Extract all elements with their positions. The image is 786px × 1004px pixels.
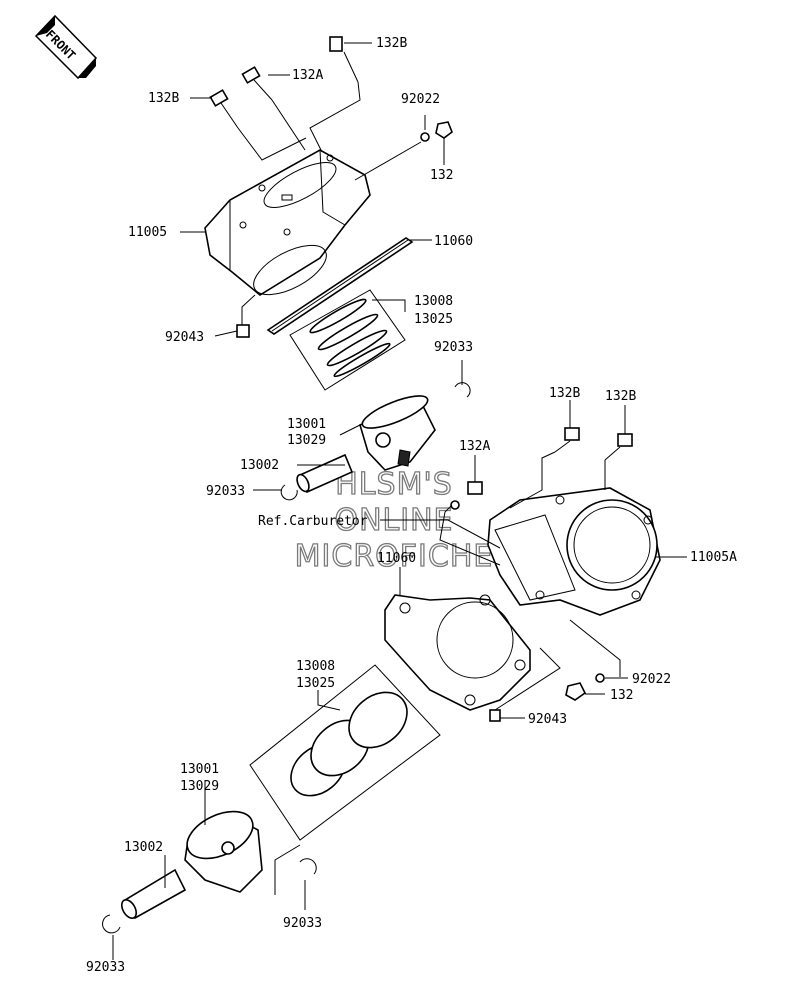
dowel-pin-upper bbox=[236, 324, 250, 338]
part-label: 11060 bbox=[434, 234, 473, 249]
piston-pin-lower bbox=[120, 868, 187, 920]
part-label: 132B bbox=[605, 389, 636, 404]
part-label: 13029 bbox=[287, 433, 326, 448]
part-label: 13008 bbox=[296, 659, 335, 674]
ref-carburetor-leader bbox=[380, 519, 501, 549]
washer-92022-lower bbox=[595, 673, 605, 683]
part-label: 13025 bbox=[414, 312, 453, 327]
ref-carburetor-note: Ref.Carburetor bbox=[258, 514, 368, 529]
part-label: 11005 bbox=[128, 225, 167, 240]
bolt-132b-rear-right bbox=[604, 433, 633, 461]
part-label: 132A bbox=[459, 439, 490, 454]
front-arrow-icon: FRONT bbox=[34, 14, 98, 80]
circlip-lower-left bbox=[102, 914, 121, 934]
watermark-line-1: HLSM'S bbox=[335, 467, 453, 502]
part-label: 132A bbox=[292, 68, 323, 83]
part-label: 13008 bbox=[414, 294, 453, 309]
part-label: 11060 bbox=[377, 551, 416, 566]
part-label: 13029 bbox=[180, 779, 219, 794]
part-label: 92043 bbox=[528, 712, 567, 727]
ring-set-box-lower bbox=[249, 664, 441, 841]
part-label: 13001 bbox=[180, 762, 219, 777]
part-label: 92022 bbox=[632, 672, 671, 687]
piston-upper bbox=[359, 395, 436, 471]
part-label: 92033 bbox=[206, 484, 245, 499]
bolt-132b-rear-left bbox=[554, 427, 580, 453]
part-label: 13025 bbox=[296, 676, 335, 691]
circlip-upper-right bbox=[454, 382, 471, 398]
part-label: 13002 bbox=[124, 840, 163, 855]
part-label: 13001 bbox=[287, 417, 326, 432]
part-label: 92043 bbox=[165, 330, 204, 345]
part-labels: 132B 132A 132B 92022 132 11005 11060 130… bbox=[86, 36, 737, 975]
part-label: 92033 bbox=[86, 960, 125, 975]
dowel-pin-lower bbox=[489, 709, 501, 722]
part-label: 132B bbox=[549, 386, 580, 401]
head-gasket-upper bbox=[266, 237, 414, 335]
watermark-line-3: MICROFICHE bbox=[295, 539, 494, 574]
bolt-132-upper bbox=[420, 121, 453, 142]
circlip-lower-right bbox=[299, 858, 317, 875]
ring-set-box-upper bbox=[289, 289, 406, 391]
bolt-132a-upper bbox=[241, 66, 273, 101]
bolt-132b-upper bbox=[329, 36, 359, 83]
part-label: 132B bbox=[376, 36, 407, 51]
bolt-132a-rear bbox=[450, 481, 483, 510]
piston-lower bbox=[184, 810, 263, 893]
part-label: 132 bbox=[430, 168, 453, 183]
bolt-132b-left bbox=[209, 89, 239, 129]
part-label: 132 bbox=[610, 688, 633, 703]
base-gasket-rear bbox=[384, 594, 531, 711]
part-label: 11005A bbox=[690, 550, 737, 565]
bolt-132-lower bbox=[565, 682, 587, 701]
piston-pin-upper bbox=[296, 453, 354, 494]
front-cylinder bbox=[204, 149, 371, 296]
part-label: 92022 bbox=[401, 92, 440, 107]
part-label: 132B bbox=[148, 91, 179, 106]
leader-lines bbox=[112, 42, 687, 960]
part-label: 92033 bbox=[434, 340, 473, 355]
circlip-upper-left bbox=[280, 484, 298, 501]
part-label: 13002 bbox=[240, 458, 279, 473]
rear-cylinder bbox=[487, 487, 661, 616]
part-label: 92033 bbox=[283, 916, 322, 931]
